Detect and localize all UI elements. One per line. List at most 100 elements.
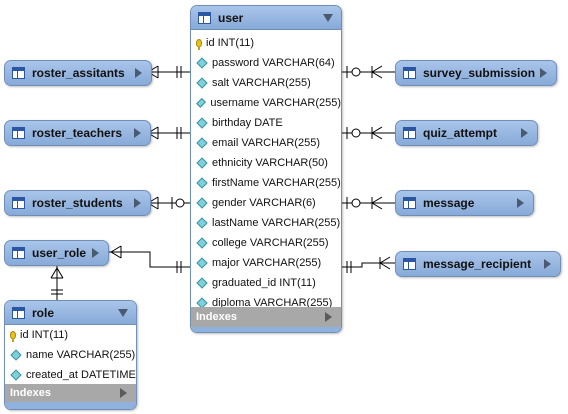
column-text: birthday DATE [212,117,283,129]
column-list: id INT(11) name VARCHAR(255) created_at DA… [5,325,136,385]
table-name: quiz_attempt [423,126,498,140]
column-row[interactable]: diploma VARCHAR(255) [191,293,341,313]
table-name: user_role [32,246,87,260]
column-row[interactable]: name VARCHAR(255) [5,345,136,365]
expand-arrow-icon[interactable] [92,248,99,258]
column-text: graduated_id INT(11) [212,277,316,289]
column-row[interactable]: college VARCHAR(255) [191,233,341,253]
table-header[interactable]: roster_assitants [5,61,151,85]
indexes-label: Indexes [10,387,51,399]
column-text: id INT(11) [20,329,69,341]
table-header[interactable]: message [396,191,533,215]
table-roster-students[interactable]: roster_students [4,190,151,216]
table-icon [12,127,25,139]
relation-user-message-recipient [341,262,396,268]
expand-arrow-icon[interactable] [540,68,547,78]
table-roster-assitants[interactable]: roster_assitants [4,60,152,86]
table-header[interactable]: roster_teachers [5,121,150,145]
column-diamond-icon [196,237,208,249]
expand-arrow-icon[interactable] [120,388,127,398]
column-row[interactable]: birthday DATE [191,113,341,133]
column-row[interactable]: username VARCHAR(255) [191,93,341,113]
expand-arrow-icon[interactable] [521,128,528,138]
table-name: user [218,10,244,25]
column-row[interactable]: firstName VARCHAR(255) [191,173,341,193]
column-text: gender VARCHAR(6) [212,197,316,209]
crowfoot-mark [379,262,391,270]
column-text: name VARCHAR(255) [26,349,136,361]
column-diamond-icon [196,117,208,129]
circle-mark [351,128,361,138]
column-list: id INT(11) password VARCHAR(64)salt VARCH… [191,33,341,313]
column-text: id INT(11) [206,37,255,49]
crowfoot-mark [110,251,122,259]
column-diamond-icon [196,57,208,69]
column-diamond-icon [196,97,207,109]
table-role[interactable]: role id INT(11) name VARCHAR(255) created_… [4,300,137,410]
table-quiz-attempt[interactable]: quiz_attempt [395,120,538,146]
expand-arrow-icon[interactable] [134,128,141,138]
column-row[interactable]: id INT(11) [191,33,341,53]
table-header[interactable]: survey_submission [396,61,556,85]
column-row[interactable]: lastName VARCHAR(255) [191,213,341,233]
table-icon [12,306,25,319]
table-header[interactable]: roster_students [5,191,150,215]
column-diamond-icon [10,349,22,361]
column-row[interactable]: email VARCHAR(255) [191,133,341,153]
column-row[interactable]: major VARCHAR(255) [191,253,341,273]
circle-mark [351,198,361,208]
expand-arrow-icon[interactable] [135,68,142,78]
column-text: ethnicity VARCHAR(50) [212,157,328,169]
column-row[interactable]: salt VARCHAR(255) [191,73,341,93]
column-text: username VARCHAR(255) [210,97,341,109]
table-header[interactable]: quiz_attempt [396,121,537,145]
table-roster-teachers[interactable]: roster_teachers [4,120,151,146]
column-text: lastName VARCHAR(255) [212,217,341,229]
indexes-section[interactable]: Indexes [191,307,341,327]
column-row[interactable]: created_at DATETIME [5,365,136,385]
crowfoot-mark [110,245,122,253]
column-text: major VARCHAR(255) [212,257,322,269]
column-row[interactable]: password VARCHAR(64) [191,53,341,73]
column-text: college VARCHAR(255) [212,237,329,249]
table-footer [5,402,136,409]
table-name: role [32,305,55,320]
table-user[interactable]: user id INT(11) password VARCHAR(64)salt … [190,5,342,333]
crowfoot-mark [50,267,58,279]
table-user-role[interactable]: user_role [4,240,109,266]
table-survey-submission[interactable]: survey_submission [395,60,557,86]
table-message[interactable]: message [395,190,534,216]
crowfoot-mark [379,256,391,264]
table-role-header[interactable]: role [5,301,136,325]
crowfoot-mark [371,132,383,140]
column-row[interactable]: graduated_id INT(11) [191,273,341,293]
column-row[interactable]: gender VARCHAR(6) [191,193,341,213]
expand-arrow-icon[interactable] [325,312,332,322]
indexes-section[interactable]: Indexes [5,384,136,402]
expand-arrow-icon[interactable] [134,198,141,208]
table-message-recipient[interactable]: message_recipient [395,251,561,277]
primary-key-icon [10,331,16,342]
column-row[interactable]: id INT(11) [5,325,136,345]
collapse-arrow-icon[interactable] [118,308,128,317]
column-text: email VARCHAR(255) [212,137,320,149]
column-diamond-icon [196,137,208,149]
table-user-header[interactable]: user [191,6,341,30]
column-row[interactable]: ethnicity VARCHAR(50) [191,153,341,173]
crowfoot-mark [56,267,64,279]
table-icon [12,67,25,79]
table-icon [12,197,25,209]
table-name: roster_assitants [32,66,125,80]
table-header[interactable]: message_recipient [396,252,560,276]
table-icon [12,247,25,259]
expand-arrow-icon[interactable] [544,259,551,269]
crowfoot-mark [371,126,383,134]
collapse-arrow-icon[interactable] [323,13,333,22]
table-name: roster_teachers [32,126,123,140]
column-text: created_at DATETIME [26,369,136,381]
table-header[interactable]: user_role [5,241,108,265]
column-diamond-icon [10,369,22,381]
expand-arrow-icon[interactable] [517,198,524,208]
table-name: message_recipient [423,257,532,271]
table-name: roster_students [32,196,123,210]
